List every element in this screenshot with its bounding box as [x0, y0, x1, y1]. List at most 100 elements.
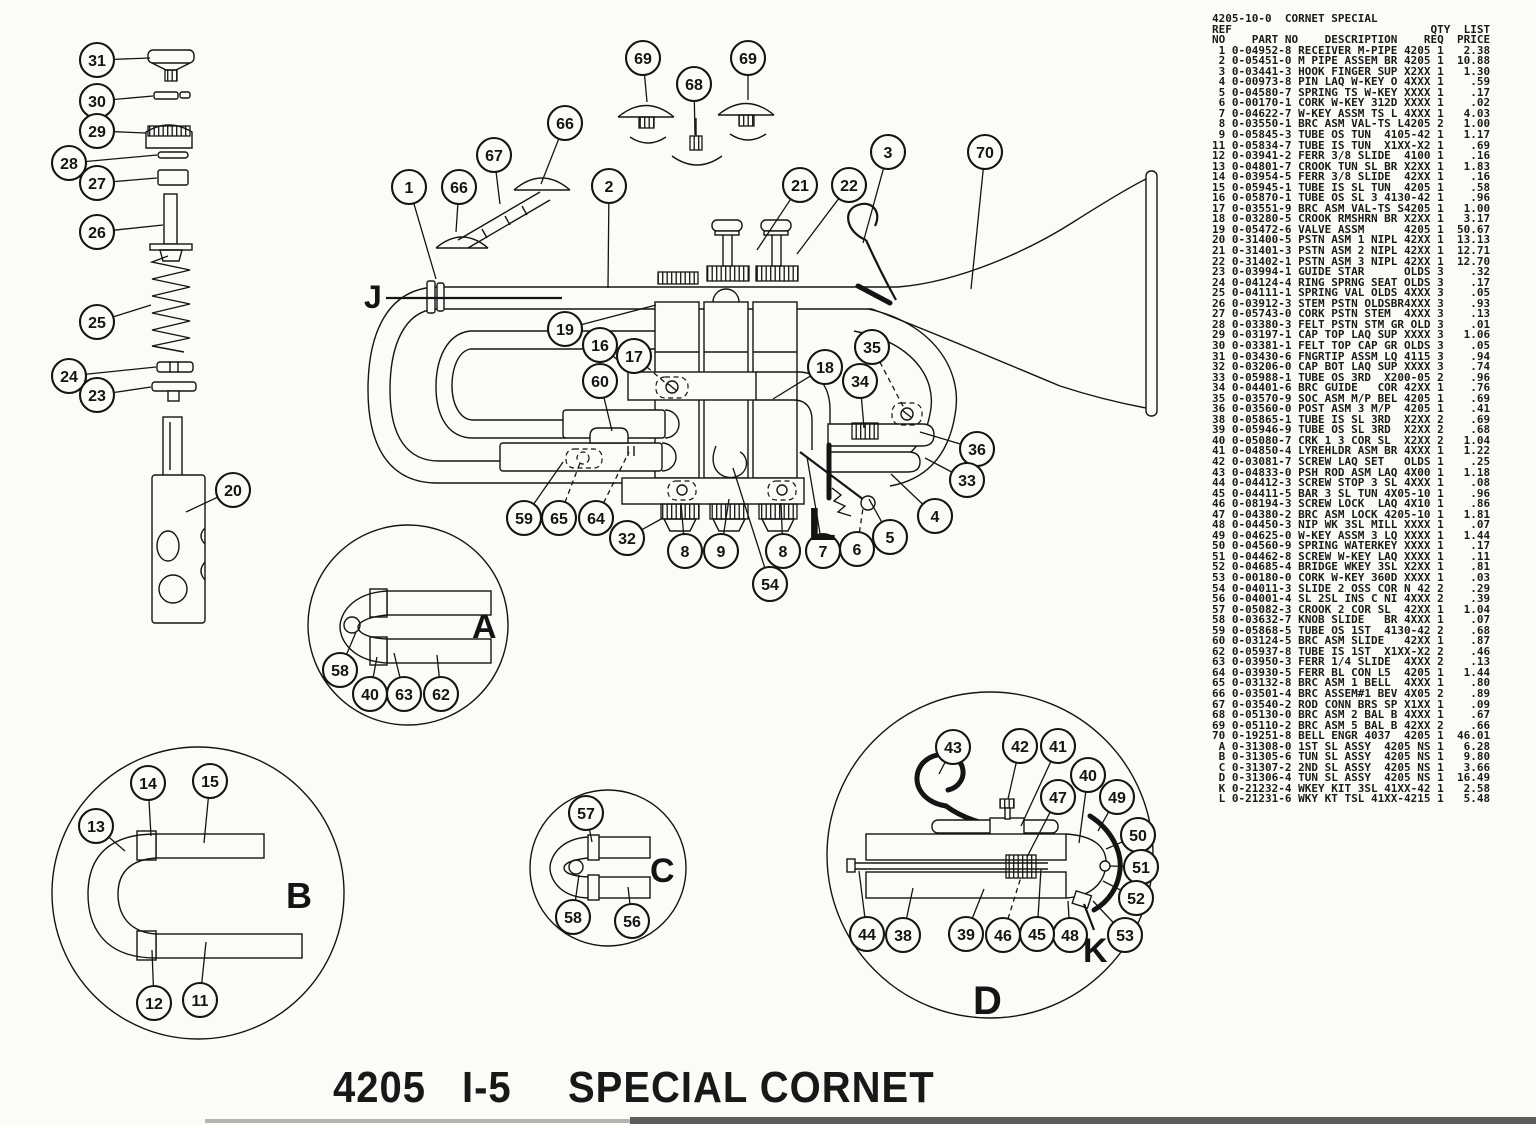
callout-number: 56	[623, 914, 641, 931]
callout-35: 35	[853, 328, 906, 411]
callout-leader	[113, 224, 164, 231]
callout-28: 28	[50, 144, 158, 182]
callout-62: 62	[422, 654, 460, 713]
table-row: 28 0-03380-3 FELT PSTN STM GR OLD 3 .01	[1212, 317, 1491, 331]
callout-leader	[868, 498, 883, 523]
callout-number: 50	[1129, 828, 1147, 845]
waterkey-assembly	[799, 442, 876, 517]
callout-51: 51	[1109, 848, 1160, 886]
callout-bubble	[554, 898, 592, 936]
callout-leader	[603, 397, 613, 432]
table-row: 40 0-05080-7 CRK 1 3 COR SL X2XX 2 1.04	[1212, 433, 1491, 447]
callout-bubble	[916, 497, 954, 535]
callout-leader	[806, 456, 821, 535]
callout-number: 41	[1049, 739, 1067, 756]
table-row: 26 0-03912-3 STEM PSTN OLDSBR4XXX 3 .93	[1212, 296, 1491, 310]
callout-bubble	[135, 984, 173, 1022]
callout-number: 40	[361, 687, 379, 704]
callout-27: 27	[78, 164, 158, 202]
section-letter-d: D	[973, 979, 1002, 1023]
slide-knob	[589, 427, 629, 444]
callout-70: 70	[966, 133, 1004, 290]
table-header: REF QTY LIST	[1212, 22, 1491, 36]
callout-number: 12	[145, 996, 163, 1013]
callout-number: 58	[331, 663, 349, 680]
callout-number: 19	[556, 322, 574, 339]
callout-number: 49	[1108, 790, 1126, 807]
callout-bubble	[50, 357, 88, 395]
callout-18: 18	[772, 348, 844, 400]
callout-bubble	[806, 348, 844, 386]
footer-instrument-name: SPECIAL CORNET	[568, 1064, 935, 1112]
table-row: 58 0-03632-7 KNOB SLIDE BR 4XXX 1 .07	[1212, 613, 1491, 627]
table-row: 6 0-00170-1 CORK W-KEY 312D XXXX 1 .02	[1212, 96, 1491, 110]
callout-56: 56	[613, 886, 651, 940]
callout-bubble	[1039, 727, 1077, 765]
table-row: 49 0-04625-0 W-KEY ASSM 3 LQ XXXX 1 1.44	[1212, 528, 1491, 542]
table-row: 1 0-04952-8 RECEIVER M-PIPE 4205 1 2.38	[1212, 43, 1491, 57]
callout-leader	[1067, 900, 1070, 919]
table-row: 9 0-05845-3 TUBE OS TUN 4105-42 1 1.17	[1212, 128, 1491, 142]
table-row: 38 0-05865-1 TUBE IS SL 3RD X2XX 2 .69	[1212, 412, 1491, 426]
part-fingertip	[147, 49, 195, 64]
table-row: 23 0-03994-1 GUIDE STAR OLDS 3 .32	[1212, 265, 1491, 279]
callout-bubble	[50, 144, 88, 182]
table-row: 62 0-05937-8 TUBE IS 1ST X1XX-X2 2 .46	[1212, 644, 1491, 658]
callout-number: 34	[851, 374, 869, 391]
callout-leader	[858, 870, 866, 918]
callout-leader	[1097, 811, 1110, 832]
callout-number: 53	[1116, 928, 1134, 945]
callout-32: 32	[608, 517, 664, 557]
callout-number: 16	[591, 338, 609, 355]
callout-number: 62	[432, 687, 450, 704]
table-row: 52 0-04685-4 BRIDGE WKEY 3SL X2XX 1 .81	[1212, 560, 1491, 574]
callout-bubble	[546, 104, 584, 142]
callout-20: 20	[185, 471, 252, 513]
callout-leader	[879, 361, 906, 411]
cornet-body	[367, 102, 1158, 532]
part-cork	[157, 169, 189, 186]
exploded-valve-parts	[145, 49, 206, 624]
table-row: B 0-31305-6 TUN SL ASSY 4205 NS 1 9.80	[1212, 750, 1491, 764]
callout-bubble	[191, 762, 229, 800]
callout-number: 11	[192, 993, 209, 1010]
callout-bubble	[1069, 756, 1107, 794]
detail-circle-c	[529, 789, 687, 947]
callout-4: 4	[890, 473, 954, 535]
footer-title: 4205 I-5 SPECIAL CORNET	[0, 1064, 1536, 1118]
table-row: 66 0-03501-4 BRC ASSEM#1 BEV 4X05 2 .89	[1212, 687, 1491, 700]
callout-leader	[732, 467, 766, 569]
callout-number: 54	[761, 577, 779, 594]
callout-bubble	[751, 565, 789, 603]
table-row: 12 0-03941-2 FERR 3/8 SLIDE 4100 1 .16	[1212, 149, 1491, 163]
callout-bubble	[78, 41, 116, 79]
callout-number: 66	[450, 180, 468, 197]
callout-67: 67	[475, 136, 513, 205]
callout-number: 31	[88, 53, 106, 70]
table-row: 36 0-03560-0 POST ASM 3 M/P 4205 1 .41	[1212, 402, 1491, 416]
callout-number: 22	[840, 178, 858, 195]
callout-number: 35	[863, 340, 881, 357]
callout-leader	[971, 888, 985, 919]
finger-hook	[847, 202, 897, 306]
callout-bubble	[764, 532, 802, 570]
table-row: 60 0-03124-5 BRC ASM SLIDE 42XX 1 .87	[1212, 634, 1491, 648]
table-row: 32 0-03206-0 CAP BOT LAQ SUP XXXX 3 .74	[1212, 360, 1491, 374]
table-row: 53 0-00180-0 CORK W-KEY 360D XXXX 1 .03	[1212, 570, 1491, 584]
callout-leader	[203, 797, 210, 844]
callout-number: 39	[957, 927, 975, 944]
table-row: 21 0-31401-3 PSTN ASM 2 NIPL 42XX 1 12.7…	[1212, 244, 1491, 258]
table-row: 30 0-03381-1 FELT TOP CAP GR OLDS 3 .05	[1212, 338, 1491, 352]
callout-60: 60	[581, 362, 619, 432]
callout-leader	[858, 507, 864, 533]
callout-15: 15	[191, 762, 229, 844]
callout-leader	[1007, 876, 1022, 919]
callout-bubble	[577, 499, 615, 537]
callout-bubble	[613, 902, 651, 940]
callout-23: 23	[78, 376, 152, 414]
callout-leader	[201, 941, 207, 984]
callout-bubble	[540, 499, 578, 537]
table-row: L 0-21231-6 WKY KT TSL 41XX-4215 1 5.48	[1212, 792, 1491, 806]
callout-leader	[1105, 841, 1123, 850]
callout-bubble	[702, 532, 740, 570]
